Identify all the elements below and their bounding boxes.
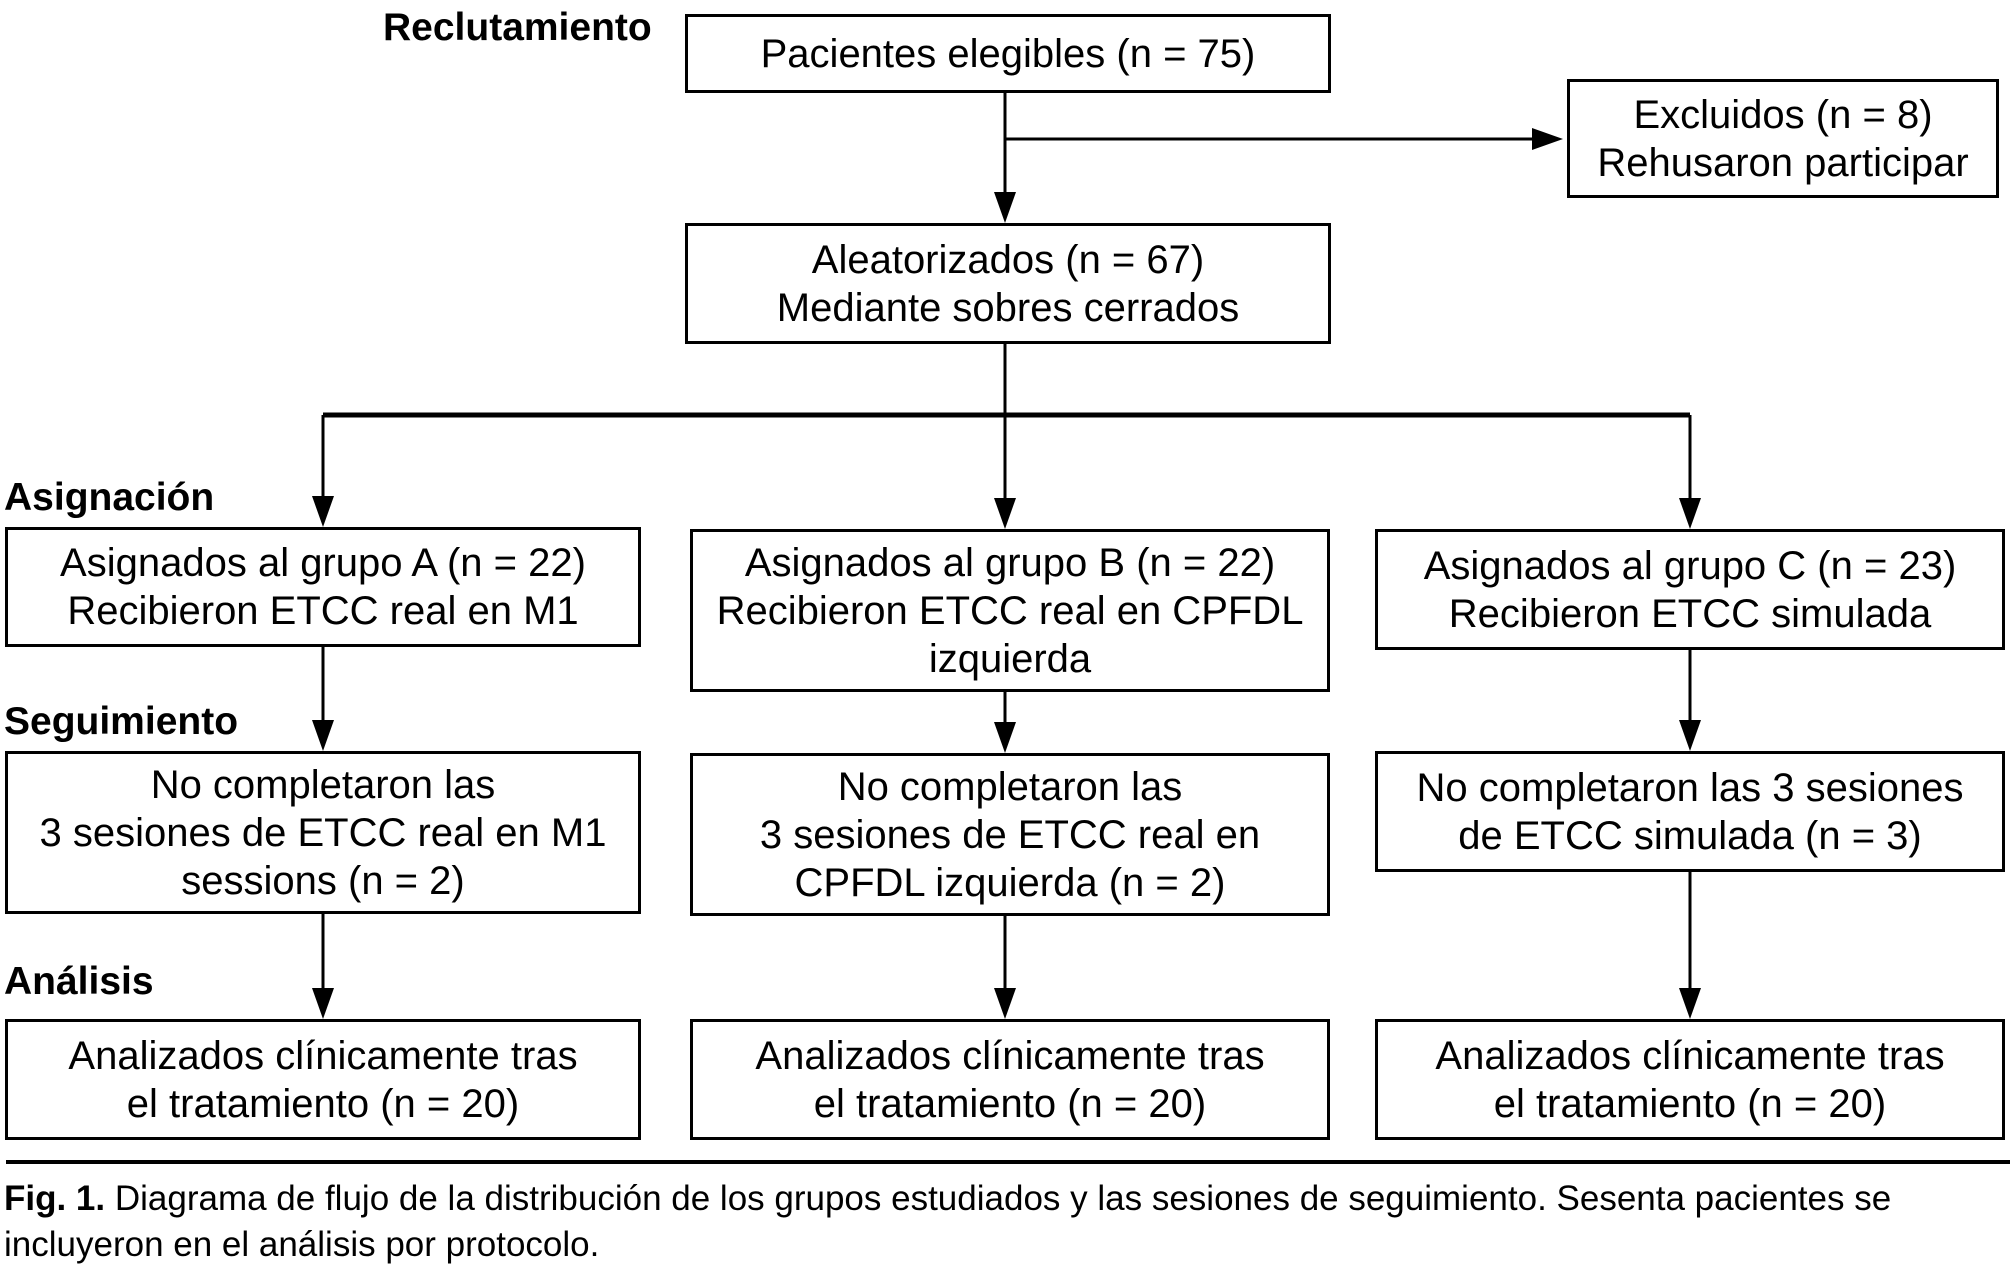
section-label-analysis: Análisis: [4, 960, 154, 1003]
box-followup-a: No completaron las 3 sesiones de ETCC re…: [5, 751, 641, 914]
box-group-c: Asignados al grupo C (n = 23) Recibieron…: [1375, 529, 2005, 650]
box-line: CPFDL izquierda (n = 2): [794, 860, 1226, 905]
box-line: Analizados clínicamente tras: [68, 1033, 578, 1078]
box-analysis-c: Analizados clínicamente tras el tratamie…: [1375, 1019, 2005, 1140]
figure-caption-label: Fig. 1.: [4, 1179, 106, 1218]
box-line: Asignados al grupo C (n = 23): [1423, 543, 1957, 588]
box-line: Pacientes elegibles (n = 75): [760, 31, 1256, 76]
box-line: izquierda: [928, 636, 1092, 681]
box-line: Excluidos (n = 8): [1633, 92, 1933, 137]
box-line: Asignados al grupo B (n = 22): [744, 540, 1276, 585]
box-line: Mediante sobres cerrados: [776, 285, 1240, 330]
box-line: Analizados clínicamente tras: [755, 1033, 1265, 1078]
box-line: Asignados al grupo A (n = 22): [60, 541, 586, 585]
box-line: No completaron las 3 sesiones: [1416, 765, 1964, 810]
section-label-followup: Seguimiento: [4, 700, 239, 743]
box-followup-b: No completaron las 3 sesiones de ETCC re…: [690, 753, 1330, 916]
box-line: Rehusaron participar: [1597, 140, 1969, 185]
box-followup-c: No completaron las 3 sesiones de ETCC si…: [1375, 751, 2005, 872]
box-line: Aleatorizados (n = 67): [811, 237, 1205, 282]
box-line: de ETCC simulada (n = 3): [1458, 813, 1922, 858]
box-line: Recibieron ETCC simulada: [1448, 591, 1932, 636]
box-line: 3 sesiones de ETCC real en M1: [39, 810, 607, 855]
box-line: Recibieron ETCC real en CPFDL: [716, 588, 1304, 633]
box-line: No completaron las: [837, 764, 1183, 809]
figure-caption-text: Diagrama de flujo de la distribución de …: [4, 1179, 1892, 1265]
section-label-recruitment: Reclutamiento: [383, 6, 652, 49]
box-line: sessions (n = 2): [181, 858, 465, 903]
box-randomized: Aleatorizados (n = 67) Mediante sobres c…: [685, 223, 1331, 344]
box-line: Analizados clínicamente tras: [1435, 1033, 1945, 1078]
box-excluded: Excluidos (n = 8) Rehusaron participar: [1567, 79, 1999, 198]
box-line: Recibieron ETCC real en M1: [67, 589, 579, 633]
section-label-allocation: Asignación: [4, 476, 215, 519]
box-line: 3 sesiones de ETCC real en: [759, 812, 1261, 857]
box-analysis-b: Analizados clínicamente tras el tratamie…: [690, 1019, 1330, 1140]
box-eligible-patients: Pacientes elegibles (n = 75): [685, 14, 1331, 93]
box-line: el tratamiento (n = 20): [126, 1081, 520, 1126]
figure-caption: Fig. 1. Diagrama de flujo de la distribu…: [4, 1176, 2006, 1266]
box-group-b: Asignados al grupo B (n = 22) Recibieron…: [690, 529, 1330, 692]
box-line: No completaron las: [150, 762, 496, 807]
box-line: el tratamiento (n = 20): [1493, 1081, 1887, 1126]
box-group-a: Asignados al grupo A (n = 22) Recibieron…: [5, 527, 641, 647]
box-analysis-a: Analizados clínicamente tras el tratamie…: [5, 1019, 641, 1140]
box-line: el tratamiento (n = 20): [813, 1081, 1207, 1126]
